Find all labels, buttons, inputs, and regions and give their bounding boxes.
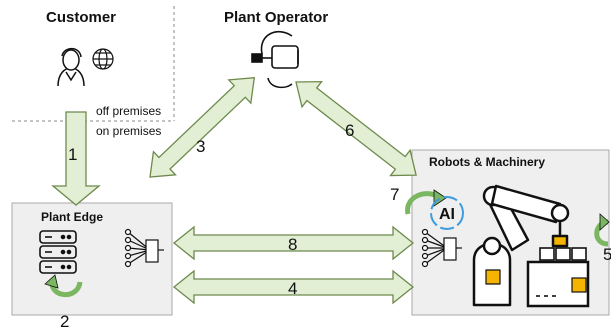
arrow-7-label: 7 bbox=[390, 185, 399, 204]
ai-label: AI bbox=[439, 206, 455, 223]
globe-icon bbox=[92, 48, 114, 70]
arrow-1 bbox=[51, 111, 101, 206]
plant-operator-label: Plant Operator bbox=[224, 9, 328, 26]
premises-divider bbox=[12, 6, 175, 122]
arrow-6 bbox=[295, 80, 417, 177]
robots-machinery-label: Robots & Machinery bbox=[429, 155, 545, 169]
arrow-1-label: 1 bbox=[68, 145, 77, 164]
arrow-2-label: 2 bbox=[60, 312, 69, 331]
arrow-4-label: 4 bbox=[288, 279, 297, 298]
curl-arrow-5-icon bbox=[594, 213, 610, 247]
plant-edge-label: Plant Edge bbox=[41, 210, 103, 224]
neural-chip-icon bbox=[124, 228, 164, 268]
customer-person-icon bbox=[57, 47, 85, 87]
arrow-3-label: 3 bbox=[196, 137, 205, 156]
ai-cycle-icon: AI bbox=[430, 196, 464, 230]
robot-arm-icon bbox=[472, 184, 570, 307]
server-stack-icon bbox=[39, 230, 77, 274]
conveyor-machine-icon bbox=[526, 247, 590, 308]
customer-label: Customer bbox=[46, 9, 116, 26]
arrow-4 bbox=[172, 269, 415, 305]
on-premises-label: on premises bbox=[96, 124, 161, 138]
off-premises-label: off premises bbox=[96, 104, 161, 118]
curl-arrow-2-icon bbox=[44, 274, 83, 298]
neural-chip-icon-robots bbox=[421, 228, 462, 268]
arrow-6-label: 6 bbox=[345, 121, 354, 140]
arrow-8 bbox=[172, 225, 415, 261]
plant-edge-box bbox=[11, 202, 173, 316]
vr-headset-icon bbox=[251, 30, 299, 89]
arrow-8-label: 8 bbox=[288, 235, 297, 254]
arrow-5-label: 5 bbox=[603, 245, 611, 264]
arrow-3 bbox=[149, 76, 256, 178]
